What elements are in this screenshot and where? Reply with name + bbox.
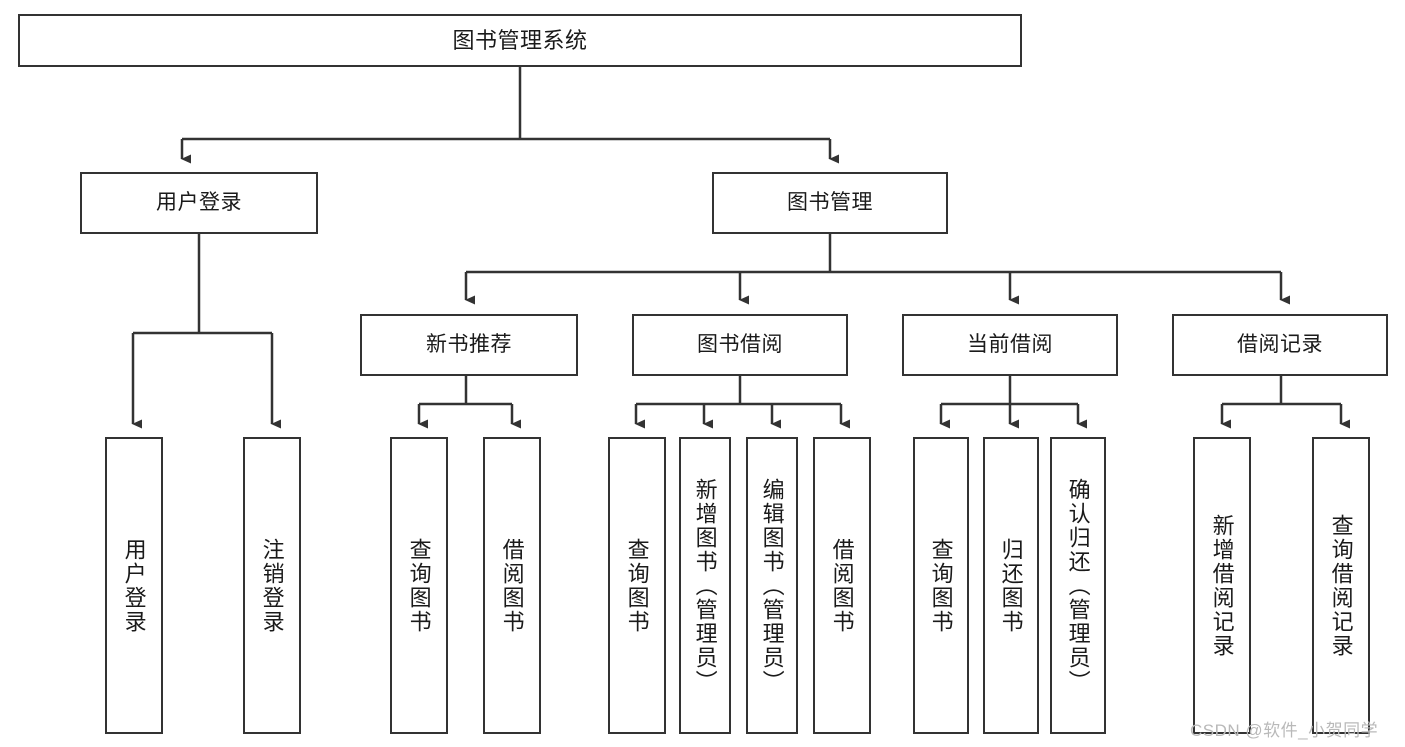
node-leaf-query-book-3[interactable]: 查询图书 [913,437,969,734]
node-leaf-add-book[interactable]: 新增图书（管理员） [679,437,731,734]
node-leaf-borrow-book-1-label: 借阅图书 [499,537,525,634]
node-leaf-logout-login[interactable]: 注销登录 [243,437,301,734]
node-leaf-return-book[interactable]: 归还图书 [983,437,1039,734]
node-root[interactable]: 图书管理系统 [18,14,1022,67]
node-leaf-user-login-label: 用户登录 [121,537,147,634]
node-leaf-query-book-2[interactable]: 查询图书 [608,437,666,734]
node-leaf-query-record[interactable]: 查询借阅记录 [1312,437,1370,734]
node-book-management[interactable]: 图书管理 [712,172,948,234]
node-leaf-confirm-return-label: 确认归还（管理员） [1065,477,1091,694]
node-leaf-borrow-book-2-label: 借阅图书 [829,537,855,634]
node-new-book-recommend[interactable]: 新书推荐 [360,314,578,376]
node-leaf-borrow-book-2[interactable]: 借阅图书 [813,437,871,734]
node-leaf-logout-login-label: 注销登录 [259,537,285,634]
node-leaf-query-record-label: 查询借阅记录 [1328,513,1354,658]
node-leaf-query-book-3-label: 查询图书 [928,537,954,634]
node-leaf-return-book-label: 归还图书 [998,537,1024,634]
node-book-management-label: 图书管理 [787,190,873,214]
node-root-label: 图书管理系统 [452,27,588,53]
watermark-text: CSDN @软件_小贺同学 [1190,721,1379,740]
node-new-book-recommend-label: 新书推荐 [426,332,512,356]
node-leaf-add-record-label: 新增借阅记录 [1209,513,1235,658]
node-leaf-query-book-2-label: 查询图书 [624,537,650,634]
node-current-borrow[interactable]: 当前借阅 [902,314,1118,376]
node-leaf-query-book-1[interactable]: 查询图书 [390,437,448,734]
node-leaf-add-book-label: 新增图书（管理员） [692,477,718,694]
node-leaf-edit-book[interactable]: 编辑图书（管理员） [746,437,798,734]
node-leaf-confirm-return[interactable]: 确认归还（管理员） [1050,437,1106,734]
node-current-borrow-label: 当前借阅 [967,332,1053,356]
node-leaf-borrow-book-1[interactable]: 借阅图书 [483,437,541,734]
node-leaf-query-book-1-label: 查询图书 [406,537,432,634]
node-borrow-record-label: 借阅记录 [1237,332,1323,356]
node-book-borrow-label: 图书借阅 [697,332,783,356]
node-user-login-label: 用户登录 [156,190,242,214]
node-borrow-record[interactable]: 借阅记录 [1172,314,1388,376]
node-leaf-add-record[interactable]: 新增借阅记录 [1193,437,1251,734]
node-book-borrow[interactable]: 图书借阅 [632,314,848,376]
node-user-login[interactable]: 用户登录 [80,172,318,234]
node-leaf-user-login[interactable]: 用户登录 [105,437,163,734]
node-leaf-edit-book-label: 编辑图书（管理员） [759,477,785,694]
